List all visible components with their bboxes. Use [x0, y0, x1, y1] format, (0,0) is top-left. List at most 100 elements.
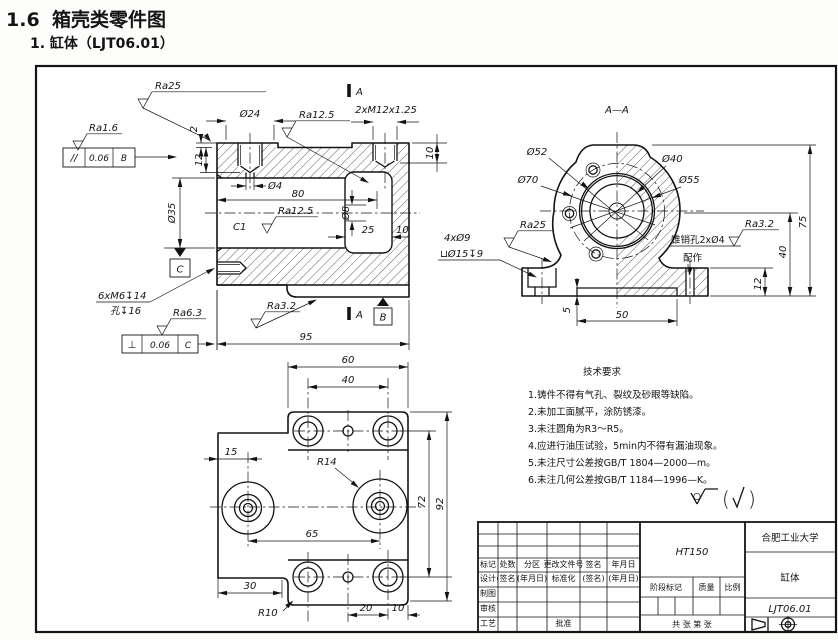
dim-d70: Ø70	[517, 174, 539, 186]
dim-d52: Ø52	[526, 146, 548, 158]
tb-label-date2: (年月日)	[517, 573, 547, 583]
dim-d4: Ø4	[267, 180, 282, 192]
dim-25: 25	[362, 225, 375, 236]
tb-label-process: 工艺	[480, 619, 496, 628]
general-roughness-mark: ( )	[690, 486, 756, 511]
tb-part-name: 缸体	[780, 572, 800, 584]
chamfer-c1: C1	[233, 222, 246, 233]
plan-outline	[217, 411, 409, 606]
roughness-ra125-bore: Ra12.5	[278, 206, 313, 217]
section-aa-title: A—A	[604, 105, 629, 116]
tb-label-date3: (年月日)	[608, 573, 638, 583]
gen-mark-rparen: )	[748, 487, 756, 511]
datum-c-label: C	[177, 265, 184, 276]
roughness-ra16: Ra1.6	[89, 123, 118, 134]
dim-10-plan: 10	[392, 603, 405, 614]
dim-80: 80	[292, 189, 305, 200]
tb-drawing-number: LJT06.01	[768, 604, 811, 615]
dim-d24: Ø24	[239, 108, 261, 120]
perpendicularity-symbol: ⊥	[128, 340, 137, 351]
tb-label-zone: 分区	[524, 560, 540, 569]
section-diameter-labels: Ø52 Ø70 Ø40 Ø55	[517, 146, 700, 242]
page-header: 1.6 箱壳类零件图 1. 缸体（LJT06.01）	[6, 8, 174, 52]
section-title: 箱壳类零件图	[52, 8, 166, 31]
section-label-a-top: A	[355, 87, 363, 98]
tb-label-check: 审核	[480, 603, 496, 613]
technical-requirements: 技术要求 1.铸件不得有气孔、裂纹及砂眼等缺陷。 2.未加工面腻平，涂防锈漆。 …	[528, 366, 723, 486]
perpendicularity-datum: C	[185, 341, 192, 351]
dim-40-section: 40	[778, 246, 789, 259]
tech-req-item-3: 3.未注圆角为R3～R5。	[528, 423, 629, 435]
tech-req-item-6: 6.未注几何公差按GB/T 1184—1996—K。	[528, 474, 713, 486]
note-match-fit: 配作	[683, 252, 703, 264]
dim-12-section: 12	[753, 278, 764, 291]
dim-5: 5	[562, 307, 573, 313]
tb-label-design: 设计	[480, 573, 496, 583]
dim-60: 60	[342, 355, 355, 366]
section-number: 1.6	[6, 9, 40, 31]
dim-m12: 2xM12x1.25	[355, 105, 417, 116]
tb-label-approve: 批准	[556, 618, 572, 628]
title-block: 标记 处数 分区 更改文件号 签名 年月日 设计 (签名) (年月日) 标准化 …	[477, 521, 837, 633]
roughness-ra125-top: Ra12.5	[299, 110, 334, 121]
dim-40-plan: 40	[342, 375, 355, 386]
dim-72: 72	[417, 496, 428, 509]
tb-label-sign2: (签名)	[496, 573, 518, 583]
m6-holes	[562, 162, 604, 262]
projection-symbol	[751, 616, 797, 633]
dim-10-right: 10	[425, 147, 436, 160]
note-counterbore: ⊔Ø15↧9	[440, 248, 483, 260]
section-label-a-bottom: A	[355, 310, 363, 321]
dim-15: 15	[225, 447, 238, 458]
tb-scale: 比例	[725, 582, 741, 592]
dim-d55: Ø55	[678, 174, 700, 186]
dim-95: 95	[300, 332, 313, 343]
plan-dimensions: 60 40 15 72 92 65 30 20 10 R14	[204, 355, 452, 620]
tech-req-title: 技术要求	[583, 366, 622, 378]
tb-label-count: 处数	[500, 559, 516, 569]
roughness-ra25-section: Ra25	[520, 220, 546, 231]
note-m6-thread: 6xM6↧14	[98, 291, 146, 302]
dim-d35: Ø35	[166, 203, 178, 225]
roughness-ra32-front: Ra3.2	[267, 301, 296, 312]
dim-50: 50	[616, 310, 629, 321]
roughness-ra63: Ra6.3	[173, 308, 202, 319]
dim-12: 12	[194, 154, 205, 167]
front-dimensions: Ø24 2xM12x1.25 10 2 12 Ø35 C Ø4	[164, 105, 447, 350]
tb-label-standardize: 标准化	[552, 573, 576, 583]
tech-req-item-4: 4.应进行油压试验，5min内不得有漏油现象。	[528, 440, 723, 452]
tb-company: 合肥工业大学	[761, 532, 818, 544]
dim-10-slot: 10	[396, 225, 409, 236]
part-subtitle: 1. 缸体（LJT06.01）	[30, 35, 174, 52]
tb-label-signature: 签名	[586, 559, 602, 569]
dim-20: 20	[360, 603, 373, 614]
tb-label-draft: 制图	[480, 588, 496, 598]
plan-view: 60 40 15 72 92 65 30 20 10 R14	[204, 355, 452, 622]
tb-label-mark: 标记	[480, 559, 496, 569]
tb-material: HT150	[676, 547, 709, 558]
note-m6-hole-depth: 孔↧16	[110, 305, 141, 317]
dim-r10: R10	[258, 608, 278, 619]
title-block-left-labels: 标记 处数 分区 更改文件号 签名 年月日 设计 (签名) (年月日) 标准化 …	[480, 559, 639, 628]
dim-92: 92	[435, 498, 446, 511]
section-right-dims: 75 40 12	[652, 144, 816, 297]
roughness-ra25-front: Ra25	[155, 81, 181, 92]
perpendicularity-tolerance: 0.06	[150, 341, 170, 351]
gen-mark-lparen: (	[722, 487, 730, 511]
parallelism-symbol: //	[70, 153, 79, 164]
tb-label-change-doc: 更改文件号	[544, 559, 584, 569]
parallelism-tolerance: 0.06	[89, 154, 109, 164]
dim-65: 65	[306, 529, 319, 540]
note-taper-pin: 锥销孔2xØ4	[671, 234, 725, 246]
tech-req-item-5: 5.未注尺寸公差按GB/T 1804—2000—m。	[528, 457, 716, 469]
dim-30: 30	[244, 581, 257, 592]
front-outline	[216, 142, 410, 298]
tech-req-item-2: 2.未加工面腻平，涂防锈漆。	[528, 406, 651, 418]
dim-d40: Ø40	[661, 153, 683, 165]
dim-75: 75	[798, 216, 809, 229]
front-section-view: A A Ø24 2xM12x1.25 10 2 12 Ø35 C	[62, 81, 447, 354]
dim-r14: R14	[317, 457, 337, 468]
tb-stage-mark: 阶段标记	[650, 582, 682, 592]
